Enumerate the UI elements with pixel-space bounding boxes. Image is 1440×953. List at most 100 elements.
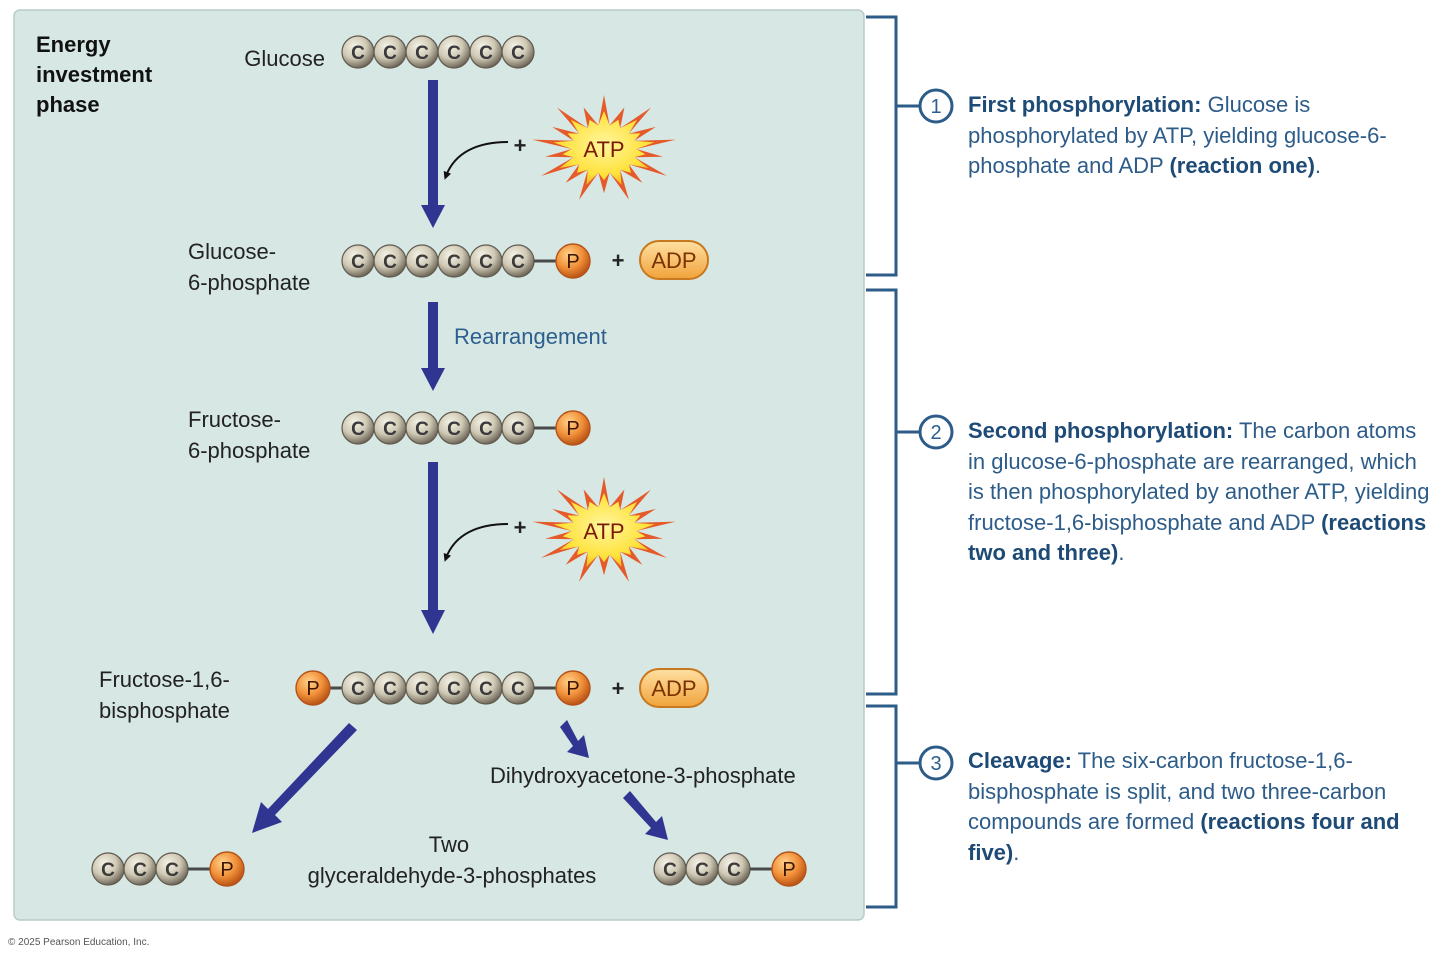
phosphate-group: P: [295, 670, 331, 706]
svg-text:C: C: [383, 419, 397, 440]
glucose-6-phosphate-label: Glucose- 6-phosphate: [188, 239, 310, 295]
svg-text:C: C: [479, 419, 493, 440]
step-3-note: (reactions four and five): [968, 809, 1400, 865]
svg-text:C: C: [447, 43, 461, 64]
step-2-number: 2: [930, 422, 941, 444]
atp-burst-2: ATP: [532, 477, 676, 582]
carbon-atom: C: [501, 35, 535, 69]
carbon-atom: C: [123, 852, 157, 886]
step-2-tail: .: [1118, 540, 1125, 565]
carbon-atom: C: [437, 35, 471, 69]
adp-pill-2: ADP: [639, 668, 709, 708]
svg-text:C: C: [447, 679, 461, 700]
carbon-atom: C: [341, 35, 375, 69]
svg-text:C: C: [383, 252, 397, 273]
carbon-atom: C: [717, 852, 751, 886]
phosphate-group: P: [555, 243, 591, 279]
svg-text:C: C: [415, 252, 429, 273]
step-1-badge: [918, 88, 954, 124]
svg-text:P: P: [220, 859, 233, 881]
phosphate-group: P: [771, 851, 807, 887]
atp-burst-1: ATP: [532, 95, 676, 200]
step-2-description: Second phosphorylation: The carbon atoms…: [968, 416, 1430, 569]
step-1-tail: .: [1314, 153, 1322, 178]
svg-text:C: C: [383, 679, 397, 700]
svg-text:P: P: [566, 678, 579, 700]
carbon-atom: C: [469, 35, 503, 69]
carbon-atom: C: [469, 411, 503, 445]
atp-label: ATP: [583, 137, 624, 162]
step-3-title: Cleavage:: [968, 748, 1072, 773]
atp-input-curve-2: [443, 523, 509, 562]
step-3-number: 3: [930, 753, 941, 775]
carbon-atom: C: [373, 35, 407, 69]
plus-sign-atp-2: +: [514, 515, 527, 540]
carbon-atom: C: [685, 852, 719, 886]
carbon-atom: C: [373, 244, 407, 278]
svg-text:C: C: [351, 679, 365, 700]
adp-label: ADP: [651, 676, 696, 701]
svg-text:C: C: [415, 679, 429, 700]
step-3-badge: [918, 745, 954, 781]
step-brackets: [866, 15, 919, 909]
carbon-atom: C: [437, 411, 471, 445]
carbon-atom: C: [469, 671, 503, 705]
svg-text:C: C: [663, 860, 677, 881]
phosphate-group: P: [209, 851, 245, 887]
copyright-notice: © 2025 Pearson Education, Inc.: [8, 937, 149, 948]
plus-sign-adp-2: +: [612, 676, 625, 701]
step-2-title: Second phosphorylation:: [968, 418, 1234, 443]
step-1-description: First phosphorylation: Glucose is phosph…: [968, 90, 1430, 182]
svg-text:C: C: [511, 252, 525, 273]
plus-sign-adp-1: +: [612, 248, 625, 273]
svg-text:C: C: [695, 860, 709, 881]
svg-text:P: P: [782, 859, 795, 881]
dihydroxyacetone-3-phosphate-label: Dihydroxyacetone-3-phosphate: [490, 763, 796, 788]
step-1-title: First phosphorylation:: [968, 92, 1202, 117]
step-3-description: Cleavage: The six-carbon fructose-1,6-bi…: [968, 746, 1430, 868]
svg-text:C: C: [479, 252, 493, 273]
carbon-atom: C: [373, 411, 407, 445]
adp-label: ADP: [651, 248, 696, 273]
svg-text:C: C: [383, 43, 397, 64]
svg-text:C: C: [101, 860, 115, 881]
svg-text:P: P: [566, 251, 579, 273]
svg-text:C: C: [479, 679, 493, 700]
step-number-badges: 1 2 3: [918, 88, 954, 781]
glucose-label: Glucose: [244, 46, 325, 71]
carbon-atom: C: [405, 244, 439, 278]
step-1-note: (reaction one): [1169, 153, 1315, 178]
step-2-badge: [918, 414, 954, 450]
fructose-1-6-bisphosphate-label: Fructose-1,6- bisphosphate: [99, 667, 236, 723]
carbon-atom: C: [373, 671, 407, 705]
arrow-glucose-to-g6p: [421, 80, 445, 228]
carbon-atom: C: [437, 671, 471, 705]
svg-text:C: C: [351, 419, 365, 440]
fructose-6-phosphate-label: Fructose- 6-phosphate: [188, 407, 310, 463]
bracket-step-2: [866, 288, 898, 696]
glyceraldehyde-3-phosphates-label: Two glyceraldehyde-3-phosphates: [308, 832, 597, 888]
adp-pill-1: ADP: [639, 240, 709, 280]
svg-text:C: C: [415, 419, 429, 440]
svg-text:C: C: [479, 43, 493, 64]
carbon-atom: C: [341, 671, 375, 705]
svg-text:C: C: [415, 43, 429, 64]
rearrangement-label: Rearrangement: [454, 324, 607, 349]
bracket-step-3: [866, 704, 898, 909]
phosphate-group: P: [555, 670, 591, 706]
carbon-atom: C: [341, 411, 375, 445]
atp-input-curve-1: [443, 141, 509, 180]
arrow-dhap-to-g3p: [623, 791, 668, 840]
pathway-arrows: [252, 80, 668, 840]
step-3-body: The six-carbon fructose-1,6-bisphosphate…: [968, 748, 1387, 834]
svg-text:P: P: [306, 678, 319, 700]
carbon-atom: C: [653, 852, 687, 886]
phosphate-group: P: [555, 410, 591, 446]
